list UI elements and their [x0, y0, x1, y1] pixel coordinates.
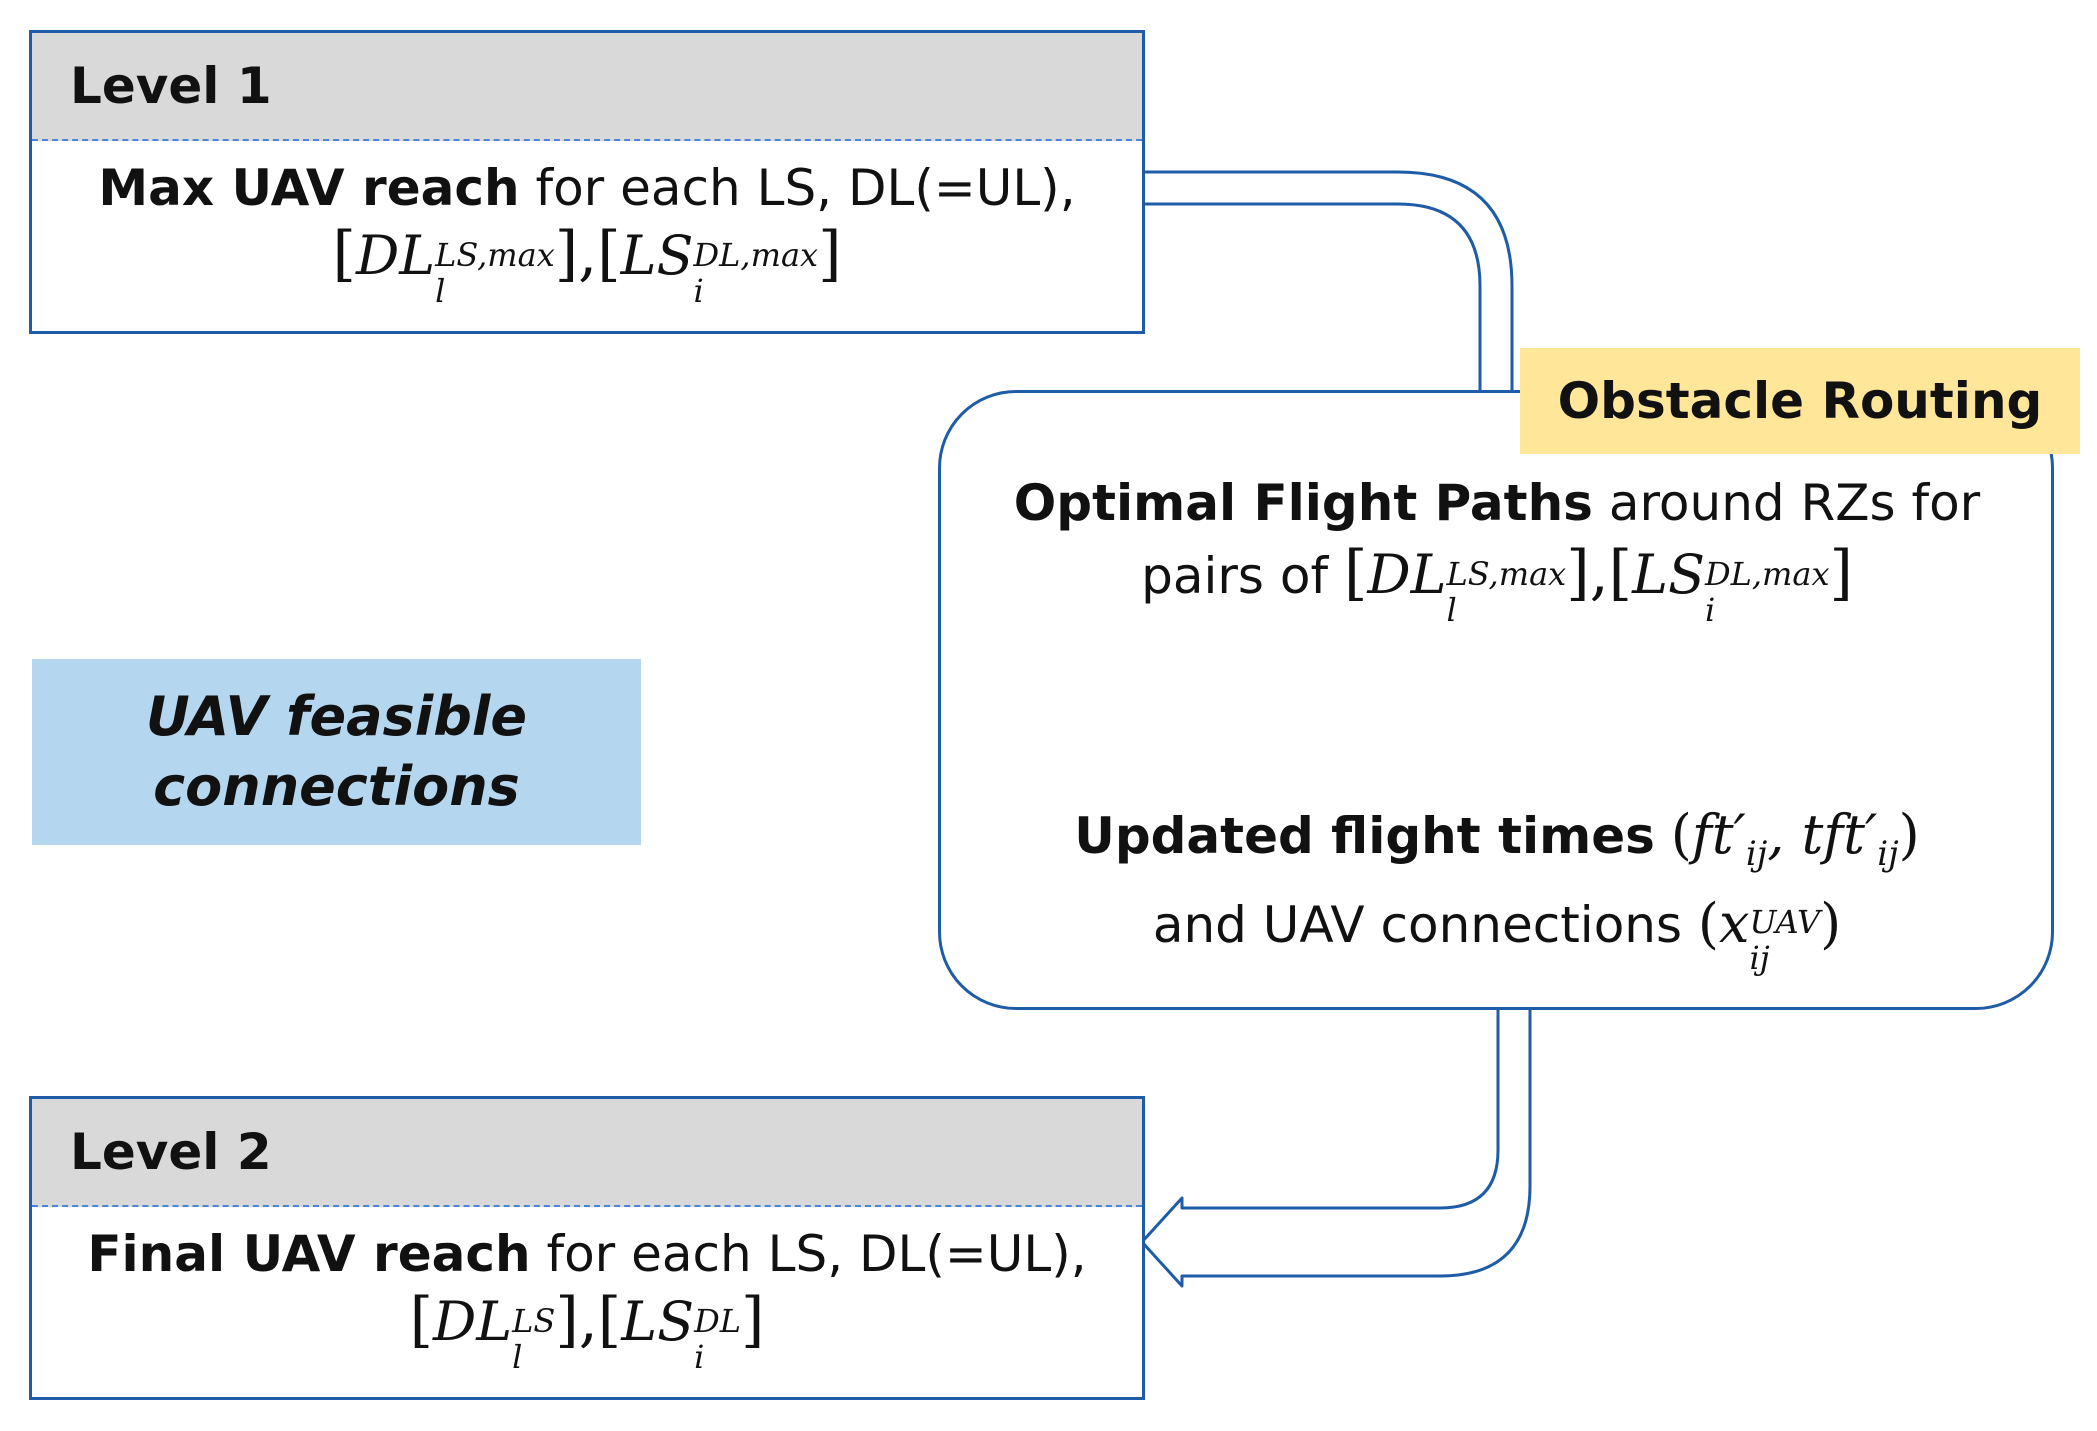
- level2-body: Final UAV reach for each LS, DL(=UL), [D…: [32, 1207, 1142, 1374]
- obstacle-routing-tag: Obstacle Routing: [1520, 348, 2080, 454]
- routing-updated-text: Updated flight times (ft′ij, tft′ij) and…: [1074, 803, 1920, 978]
- level2-title: Level 2: [70, 1123, 272, 1181]
- uav-feasible-label: UAV feasible connections: [32, 659, 641, 845]
- routing-paths-text: Optimal Flight Paths around RZs for pair…: [1013, 474, 1981, 629]
- level1-box: Level 1 Max UAV reach for each LS, DL(=U…: [29, 30, 1145, 334]
- level1-title: Level 1: [70, 57, 272, 115]
- level2-line1: Final UAV reach for each LS, DL(=UL),: [87, 1225, 1087, 1283]
- connector-level1-to-routing: [1144, 170, 1514, 392]
- level2-header: Level 2: [32, 1099, 1142, 1207]
- obstacle-routing-box: [938, 390, 2054, 1010]
- level1-line1: Max UAV reach for each LS, DL(=UL),: [98, 159, 1076, 217]
- level2-box: Level 2 Final UAV reach for each LS, DL(…: [29, 1096, 1145, 1400]
- level1-header: Level 1: [32, 33, 1142, 141]
- connector-routing-to-level2: [1140, 1010, 1532, 1288]
